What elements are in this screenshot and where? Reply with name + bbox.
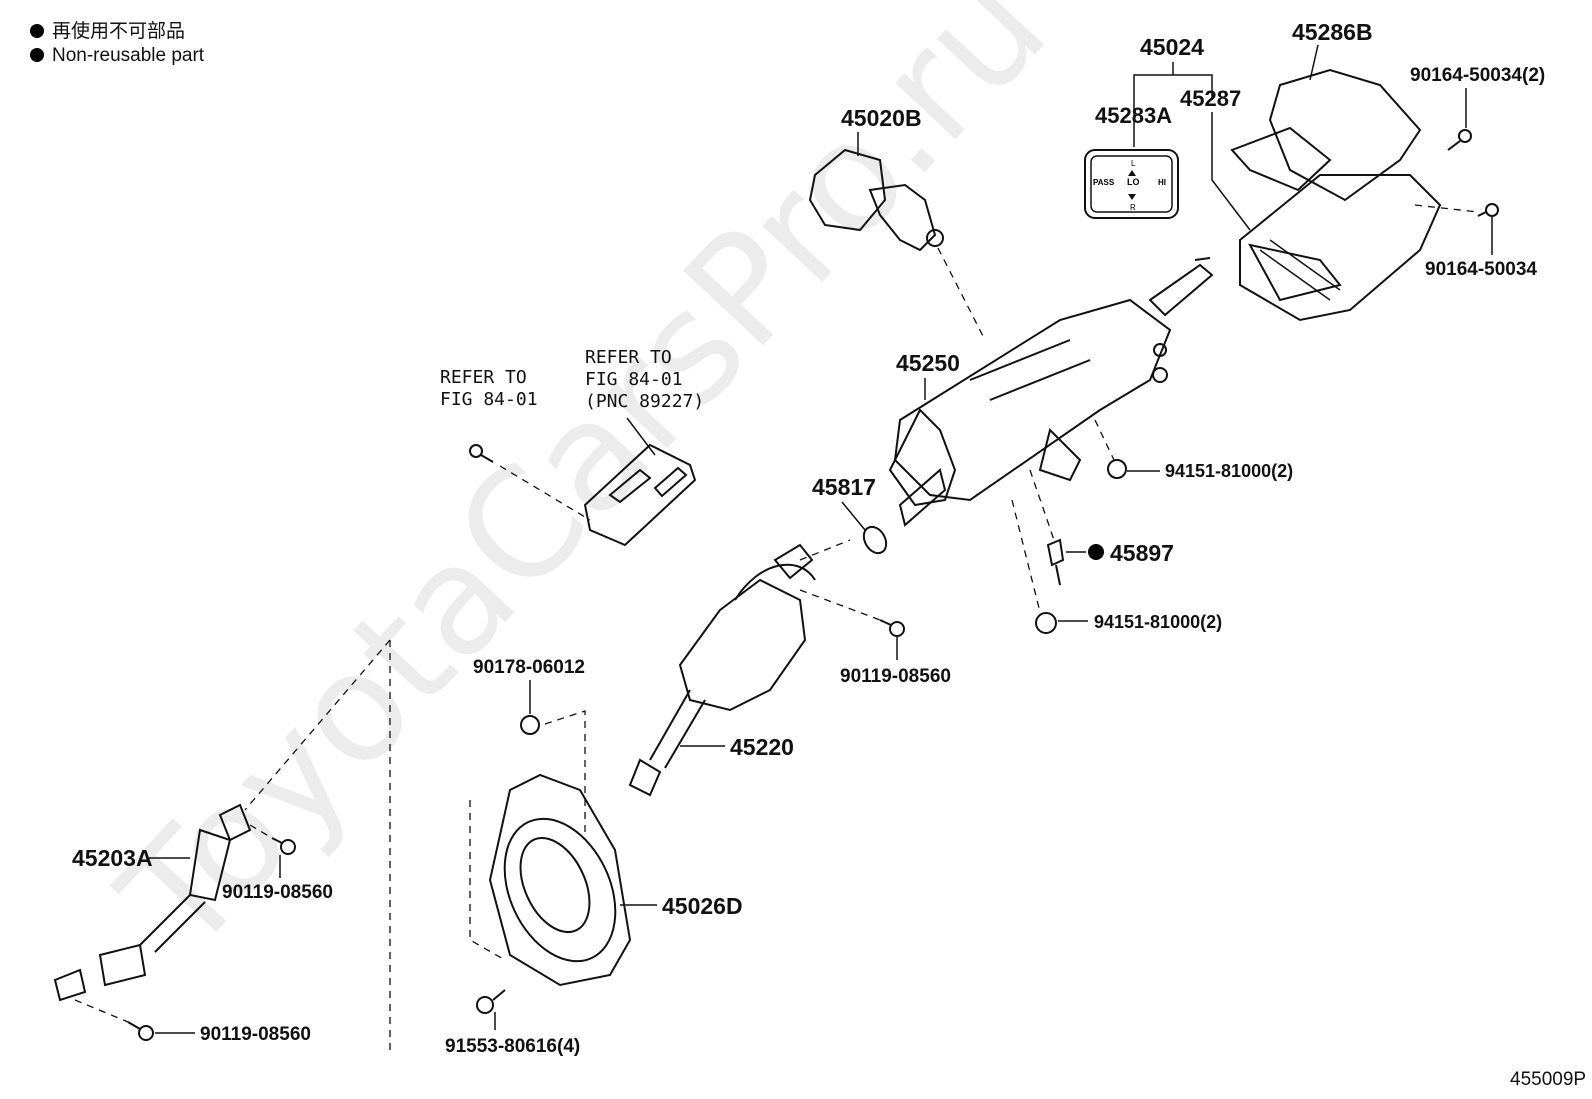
column-cover-upper (1230, 68, 1442, 322)
bullet-icon (30, 24, 44, 38)
column-hole-cover-45026D (488, 773, 632, 987)
ring-45817 (862, 525, 888, 555)
callout-90164: 90164-50034 (1425, 259, 1537, 280)
bolt-91553 (476, 989, 506, 1014)
steering-shaft-45203A (53, 803, 252, 1002)
combination-switch-45020B (808, 148, 944, 252)
switch-label-bottom: R (1130, 203, 1136, 212)
switch-label-left: PASS (1093, 178, 1115, 187)
callout-45286B: 45286B (1292, 19, 1373, 45)
callout-90119-a: 90119-08560 (840, 666, 951, 687)
callout-91553: 91553-80616(4) (445, 1036, 580, 1057)
callout-45283A: 45283A (1095, 103, 1172, 128)
figure-id: 455009P (1510, 1069, 1586, 1090)
refer1-line1: REFER TO (440, 367, 527, 388)
nut-94151-upper (1107, 459, 1127, 479)
callout-45897: 45897 (1110, 540, 1174, 566)
callout-45203A: 45203A (72, 845, 153, 871)
bolt-refer-1 (469, 444, 494, 463)
screw-90164-lower (1477, 203, 1499, 217)
callout-45020B: 45020B (841, 105, 922, 131)
bullet-icon (30, 48, 44, 62)
switch-label-top: L (1131, 159, 1136, 168)
callout-45024: 45024 (1140, 34, 1204, 60)
bolt-90119-c (127, 1021, 154, 1041)
legend-nonreusable-jp: 再使用不可部品 (30, 20, 185, 44)
nonreusable-dot-icon (1088, 544, 1104, 560)
callout-94151-upper: 94151-81000(2) (1165, 461, 1293, 481)
callout-94151-lower: 94151-81000(2) (1094, 612, 1222, 632)
callout-45220: 45220 (730, 734, 794, 760)
switch-label-right: HI (1158, 178, 1166, 187)
callout-90178: 90178-06012 (473, 657, 585, 678)
callout-45026D: 45026D (662, 893, 743, 919)
bolt-45897 (1046, 538, 1065, 586)
bolt-90119-b (271, 837, 296, 855)
nut-94151-lower (1035, 612, 1057, 634)
bolt-90119-a (879, 619, 905, 637)
switch-label-plate: L PASS LO HI R (1084, 149, 1179, 219)
intermediate-shaft-45220 (628, 543, 816, 797)
refer2-line1: REFER TO (585, 347, 672, 368)
callout-45817: 45817 (812, 474, 876, 500)
steering-column-45250 (888, 257, 1214, 527)
callout-45287: 45287 (1180, 86, 1241, 111)
legend-nonreusable-en: Non-reusable part (30, 44, 204, 68)
callout-90119-c: 90119-08560 (200, 1024, 311, 1045)
switch-label-center: LO (1127, 177, 1140, 187)
refer1-line2: FIG 84-01 (440, 389, 538, 410)
refer2-line2: FIG 84-01 (585, 369, 683, 390)
screw-90164-upper (1447, 129, 1472, 151)
nut-90178 (520, 715, 540, 735)
callout-45250: 45250 (896, 350, 960, 376)
callout-90119-b: 90119-08560 (222, 882, 333, 903)
callout-90164-2: 90164-50034(2) (1410, 65, 1545, 86)
ecu-module-refer-2 (583, 443, 697, 547)
refer2-line3: (PNC 89227) (585, 391, 704, 412)
